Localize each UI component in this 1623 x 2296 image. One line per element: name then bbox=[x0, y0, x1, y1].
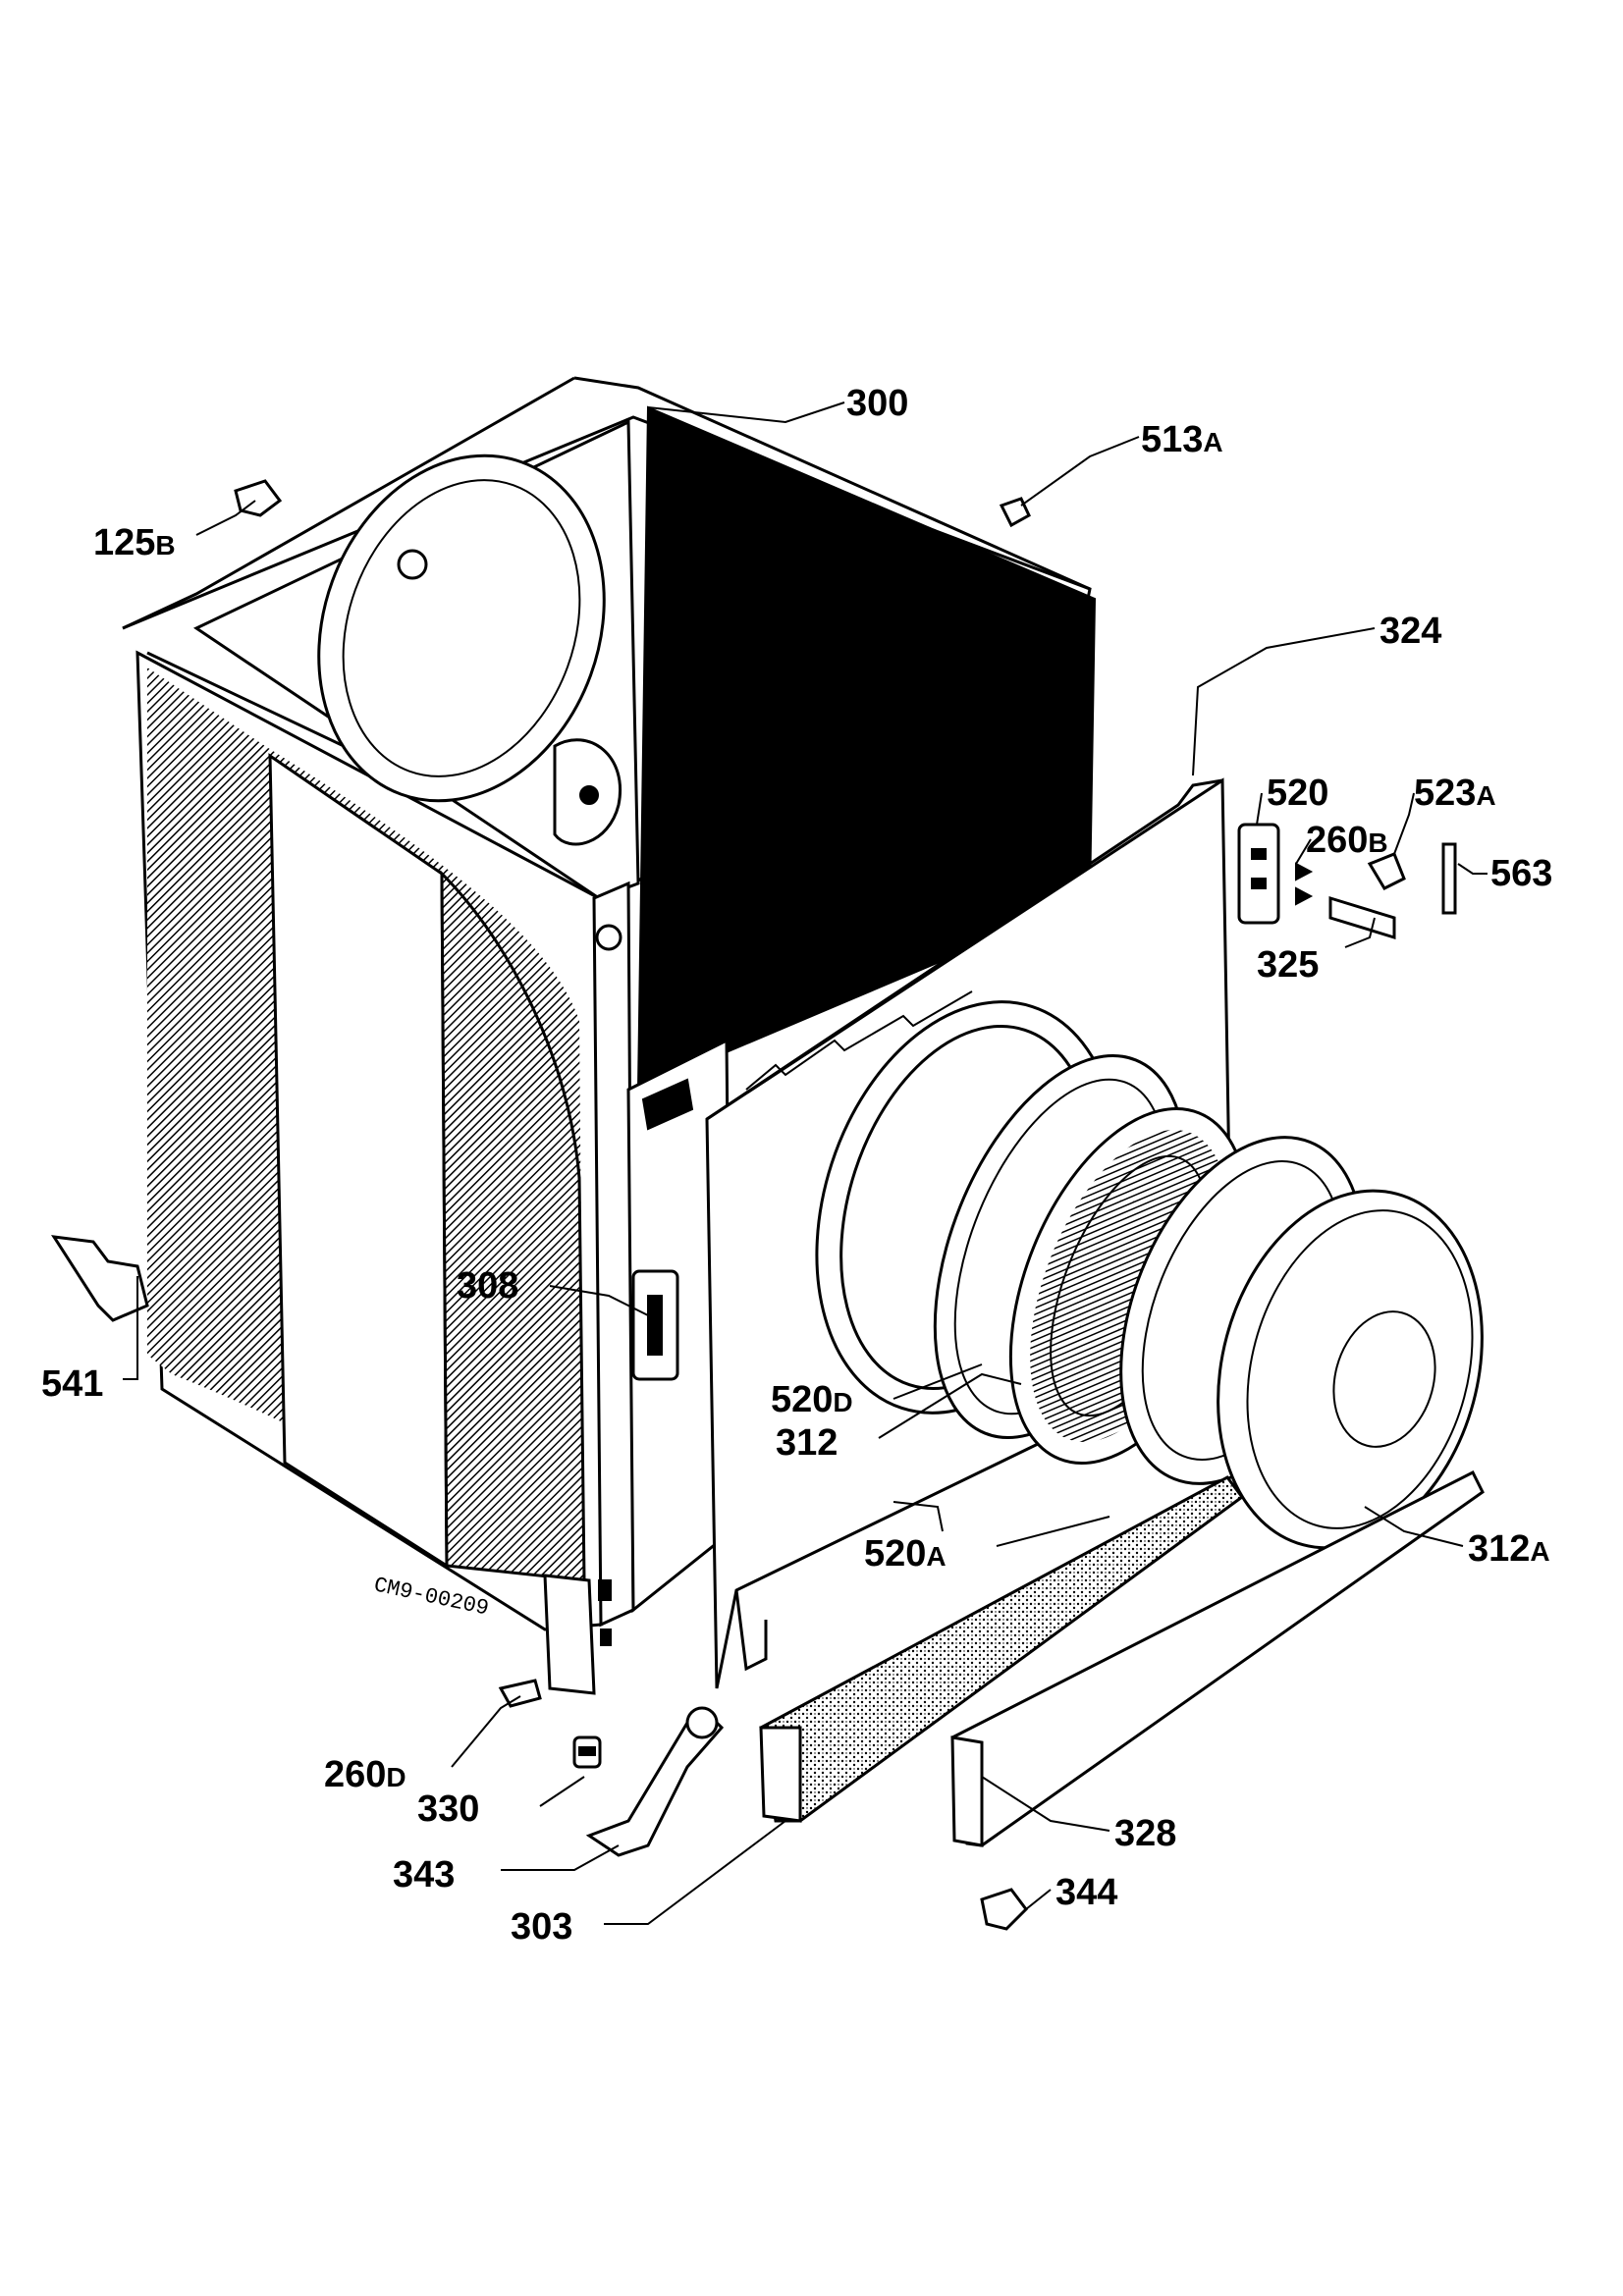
plinth-parts bbox=[759, 1469, 1485, 1847]
door-assembly bbox=[1119, 1136, 1484, 1550]
label-308: 308 bbox=[457, 1265, 518, 1307]
label-328: 328 bbox=[1114, 1813, 1176, 1854]
label-343: 343 bbox=[393, 1854, 455, 1896]
label-325: 325 bbox=[1257, 944, 1319, 986]
label-260d: 260D bbox=[324, 1754, 406, 1795]
label-513a: 513A bbox=[1141, 419, 1223, 460]
label-523a: 523A bbox=[1414, 773, 1496, 814]
label-520d: 520D bbox=[771, 1379, 853, 1420]
label-324: 324 bbox=[1380, 611, 1441, 652]
cabinet-body bbox=[122, 376, 1097, 1695]
label-300: 300 bbox=[846, 383, 908, 424]
label-563: 563 bbox=[1490, 853, 1552, 894]
label-125b: 125B bbox=[93, 522, 176, 563]
label-303: 303 bbox=[511, 1906, 572, 1948]
label-520: 520 bbox=[1267, 773, 1328, 814]
label-260b: 260B bbox=[1306, 820, 1388, 861]
small-fastener-parts bbox=[51, 479, 1031, 1931]
leader-lines bbox=[123, 401, 1488, 1925]
label-344: 344 bbox=[1055, 1872, 1117, 1913]
label-312a: 312A bbox=[1468, 1528, 1550, 1570]
label-330: 330 bbox=[417, 1789, 479, 1830]
label-541: 541 bbox=[41, 1363, 103, 1405]
lock-parts bbox=[1237, 823, 1457, 940]
part-labels: 300 513A 125B 324 520 523A 260B 563 325 … bbox=[41, 383, 1552, 1948]
label-520a: 520A bbox=[864, 1533, 947, 1575]
label-312: 312 bbox=[776, 1422, 838, 1464]
side-panel-highlight bbox=[268, 753, 449, 1569]
